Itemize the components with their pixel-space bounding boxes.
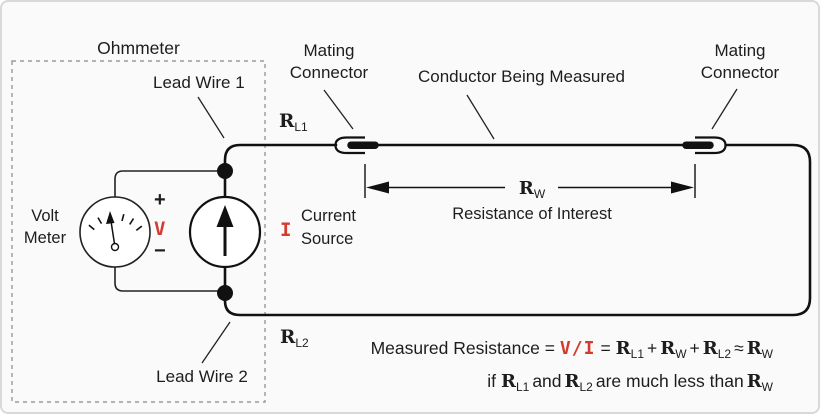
volt-meter-dial <box>79 196 151 268</box>
formula-sub-l2: L2 <box>717 347 732 361</box>
leader-lines <box>197 88 738 364</box>
r-l1-subscript: L1 <box>294 120 308 134</box>
r-symbol: R <box>564 371 580 392</box>
volt-meter-label: Volt Meter <box>10 205 80 249</box>
current-source-label-line1: Current <box>301 207 357 225</box>
r-symbol: R <box>702 338 718 359</box>
lead-wire-1-wire <box>223 143 338 173</box>
r-symbol: R <box>615 338 631 359</box>
formula-plus-1: + <box>647 338 658 358</box>
mating-connector-right-leader <box>711 88 738 130</box>
plus-polarity-label: + <box>154 189 166 211</box>
condition-sub-l1: L1 <box>515 380 530 394</box>
mating-connector-right-line2: Connector <box>700 63 780 82</box>
condition-rest: are much less than <box>595 371 744 391</box>
formula-sub-w2: W <box>761 347 773 361</box>
r-symbol: R <box>280 327 296 348</box>
condition-sub-w: W <box>761 380 773 394</box>
condition-and: and <box>532 371 562 391</box>
connector-shell-icon <box>695 136 727 155</box>
volt-meter-symbol <box>79 196 151 268</box>
rw-dimension <box>364 164 696 198</box>
gauge-pivot-icon <box>110 242 120 252</box>
volt-meter-label-line2: Meter <box>23 229 67 247</box>
formula-plus-2: + <box>689 338 700 358</box>
conductor-being-measured-label: Conductor Being Measured <box>418 67 625 86</box>
return-wire <box>223 143 812 317</box>
rw-subscript: W <box>533 187 546 201</box>
measured-resistance-formula: Measured Resistance =V/I=RL1+RW+RL2≈RW i… <box>2 335 773 401</box>
mating-connector-left-label: Mating Connector <box>269 40 389 84</box>
lead-wire-1-label: Lead Wire 1 <box>153 73 245 92</box>
r-symbol: R <box>746 371 762 392</box>
mating-connector-left-line1: Mating <box>303 41 355 60</box>
r-l1-label: RL1 <box>279 111 308 138</box>
formula-line-1: Measured Resistance =V/I=RL1+RW+RL2≈RW <box>2 335 773 368</box>
dimension-arrowhead-left-icon <box>366 181 389 194</box>
gauge-needle-tip-icon <box>106 211 115 224</box>
connector-shell-icon <box>334 136 365 155</box>
formula-sub-l1: L1 <box>630 347 644 361</box>
mating-connector-right-symbol <box>682 136 727 155</box>
mating-connector-right-line1: Mating <box>714 41 766 60</box>
mating-connector-left-leader <box>323 89 354 130</box>
formula-v-over-i: V/I <box>559 338 596 359</box>
formula-approx: ≈ <box>734 338 744 358</box>
ohmmeter-label: Ohmmeter <box>97 38 180 58</box>
volt-meter-branch <box>114 170 226 292</box>
r-symbol: R <box>660 338 676 359</box>
volt-meter-top-wire <box>114 170 226 198</box>
mating-connector-right-label: Mating Connector <box>680 40 800 84</box>
rw-dimension-label: RW <box>507 178 557 205</box>
dimension-arrowhead-right-icon <box>671 181 694 194</box>
conductor-leader <box>466 94 495 140</box>
volt-meter-bottom-wire <box>114 266 226 292</box>
condition-if: if <box>487 371 496 391</box>
r-symbol: R <box>518 178 534 199</box>
r-symbol: R <box>279 111 295 132</box>
r-symbol: R <box>500 371 516 392</box>
junction-dot-bottom <box>217 285 233 301</box>
lead-wire-1-leader <box>197 96 225 139</box>
voltage-symbol: V <box>154 218 167 240</box>
mating-connector-left-symbol <box>334 136 379 155</box>
lead-wire-2-leader <box>201 321 231 364</box>
minus-polarity-label: − <box>154 240 166 262</box>
current-source-label: Current Source <box>301 205 356 251</box>
volt-meter-label-line1: Volt <box>31 207 59 225</box>
current-source-symbol <box>188 195 262 269</box>
gauge-ticks-icon <box>88 213 143 232</box>
condition-sub-l2: L2 <box>579 380 593 394</box>
r-l2-subscript: L2 <box>295 336 309 350</box>
formula-equals: = <box>600 338 611 358</box>
lead-wire-2-label: Lead Wire 2 <box>156 367 248 386</box>
ohmmeter-dashed-box <box>11 60 266 403</box>
junction-dot-top <box>217 163 233 179</box>
current-source-label-line2: Source <box>301 230 354 248</box>
current-symbol: I <box>280 219 293 241</box>
mating-connector-left-line2: Connector <box>289 63 369 82</box>
formula-sub-w1: W <box>675 347 687 361</box>
r-symbol: R <box>746 338 762 359</box>
formula-lhs: Measured Resistance = <box>370 338 555 358</box>
r-l2-label: RL2 <box>280 327 309 354</box>
current-arrow-head-icon <box>216 205 234 227</box>
resistance-of-interest-label: Resistance of Interest <box>452 205 612 223</box>
